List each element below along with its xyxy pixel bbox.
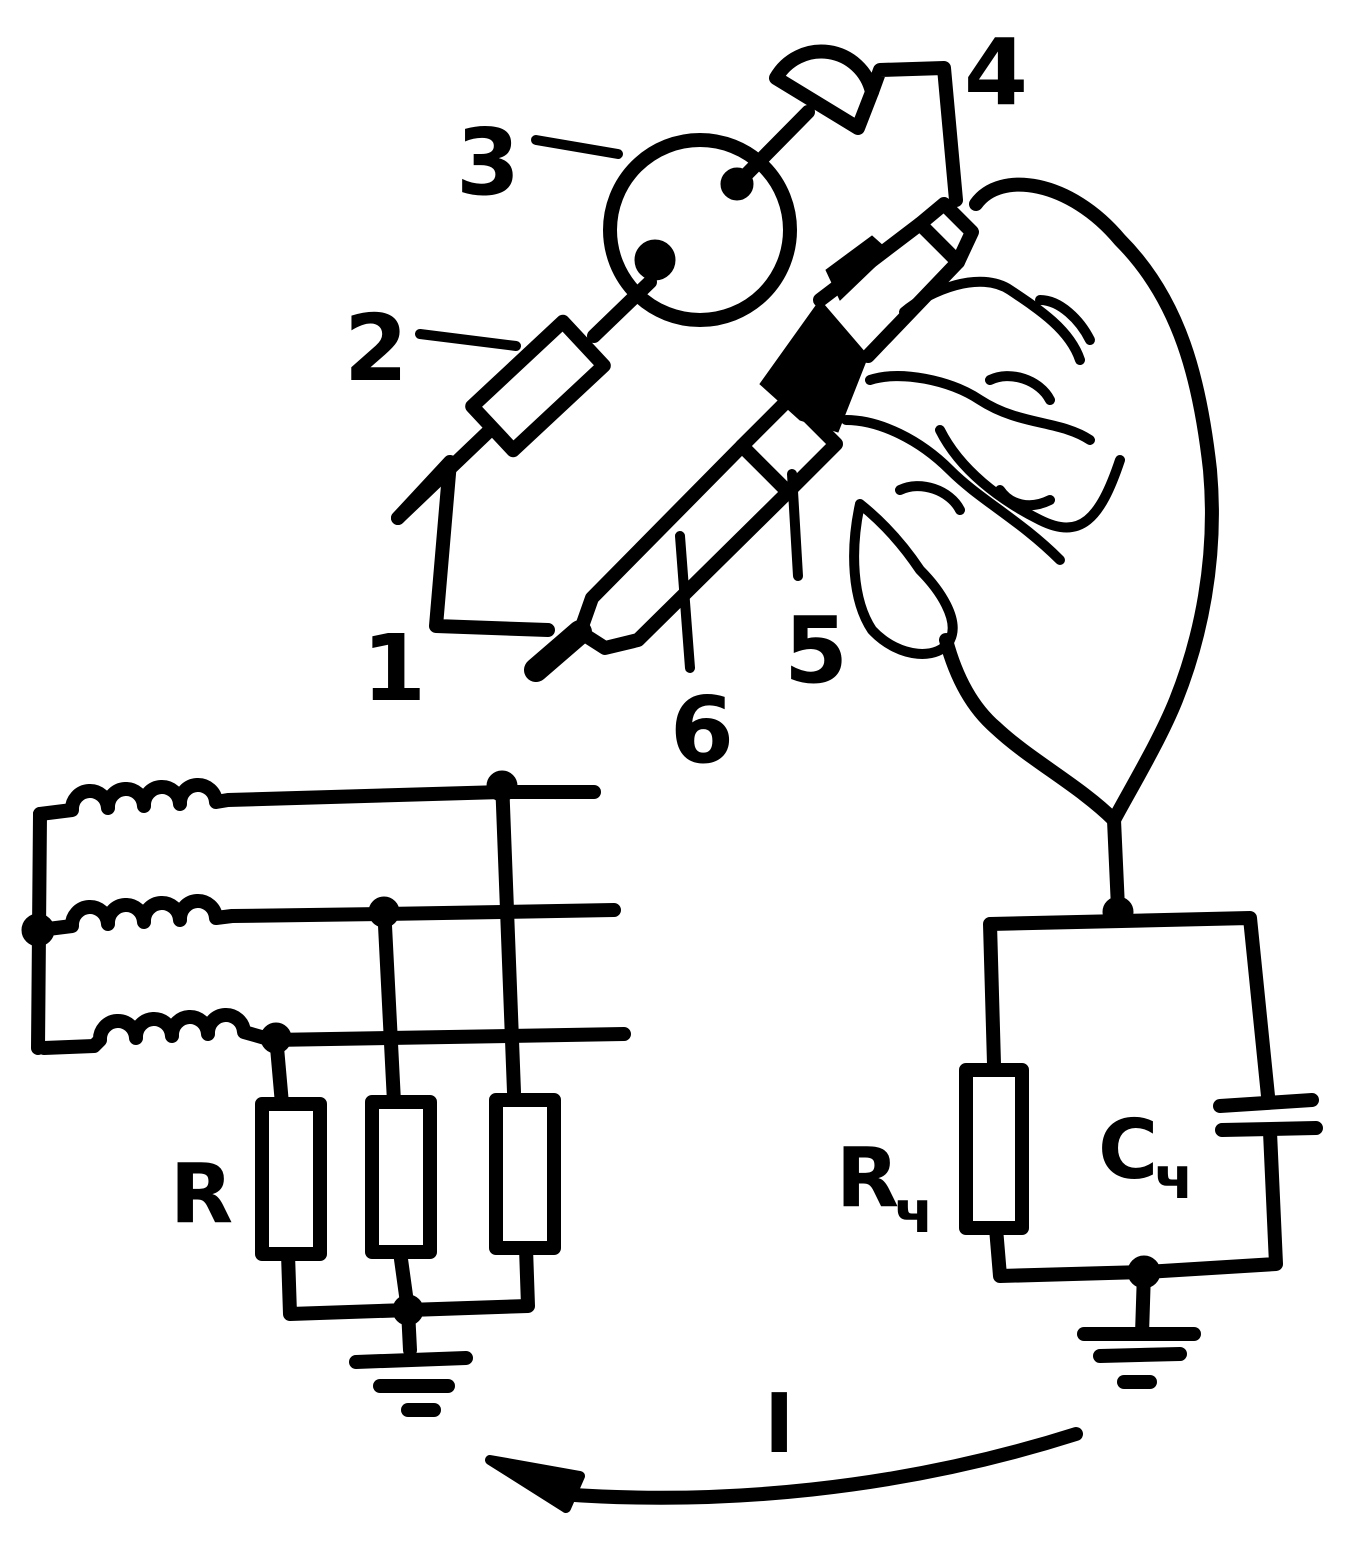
- lamp-electrode-1: [634, 239, 676, 281]
- hand-finger-4: [935, 425, 1125, 533]
- label-part-6: 6: [670, 677, 734, 784]
- leader-2: [415, 329, 521, 351]
- probe-button: [769, 44, 879, 135]
- resistor-phase-b: [365, 1095, 437, 1259]
- label-part-1: 1: [362, 615, 426, 722]
- body-ground-lead: [1135, 1265, 1151, 1341]
- probe-tip: [524, 620, 592, 682]
- leader-5: [787, 469, 803, 581]
- label-body-resistance-sub: ч: [894, 1178, 934, 1246]
- node-b: [368, 896, 400, 928]
- label-body-resistance: R: [836, 1131, 899, 1226]
- label-part-3: 3: [456, 109, 520, 216]
- hand-knuckle: [895, 481, 965, 515]
- ground-node-left: [392, 1294, 424, 1326]
- current-arc: [553, 1427, 1083, 1505]
- label-body-capacitance-sub: ч: [1154, 1144, 1194, 1212]
- probe-top-cap: [913, 197, 979, 269]
- winding-2: [33, 893, 621, 937]
- hand-finger-1: [899, 276, 1085, 365]
- star-node: [21, 913, 55, 947]
- hand-finger-3: [841, 415, 1065, 565]
- winding-3: [37, 1007, 631, 1055]
- capacitor-plate-1: [1213, 1093, 1319, 1113]
- body-resistor: [959, 1063, 1029, 1235]
- bus-phase-a: [495, 773, 521, 1099]
- bus-phase-b: [377, 899, 401, 1109]
- leader-6: [675, 531, 695, 673]
- button-lead: [865, 61, 963, 207]
- current-arrow: [485, 1427, 1083, 1513]
- label-resistor-r: R: [170, 1147, 233, 1242]
- probe-contact-ring: [759, 299, 869, 433]
- hand: [841, 177, 1219, 827]
- callout-leaders: [415, 135, 803, 673]
- ground-left-1: [349, 1351, 473, 1369]
- leader-3: [531, 135, 623, 159]
- probe-contact-ring-shadow: [825, 235, 891, 301]
- label-part-2: 2: [344, 295, 408, 402]
- hand-crease-3: [995, 485, 1055, 511]
- insulation-resistors: [255, 1093, 561, 1417]
- body-top-bus: [983, 911, 1275, 1103]
- hand-outline: [939, 177, 1219, 827]
- labels: 1 2 3 4 5 6 R R ч C ч I: [170, 19, 1194, 1472]
- node-c: [260, 1022, 292, 1054]
- winding-1: [33, 777, 601, 821]
- lamp-lead-out: [730, 105, 815, 191]
- label-body-capacitance: C: [1098, 1103, 1158, 1198]
- resistor-phase-c: [255, 1097, 327, 1261]
- hand-crease-2: [1035, 295, 1095, 345]
- lead-to-resistor: [391, 425, 495, 525]
- resistor-phase-a: [489, 1093, 561, 1255]
- generator-windings: [21, 770, 631, 1111]
- label-part-5: 5: [784, 597, 848, 704]
- node-a: [486, 770, 518, 802]
- body-equivalent-circuit: [959, 813, 1323, 1389]
- hand-finger-2: [865, 371, 1095, 445]
- body-lead: [1107, 813, 1125, 915]
- voltage-indicator: [391, 44, 979, 682]
- label-current: I: [764, 1377, 795, 1472]
- current-arrowhead: [485, 1455, 585, 1513]
- neon-lamp: [603, 133, 797, 327]
- label-part-4: 4: [964, 19, 1028, 126]
- hand-crease-1: [985, 371, 1055, 405]
- probe-resistor: [465, 314, 611, 458]
- hand-thumb: [849, 499, 958, 659]
- ground-right-2: [1093, 1347, 1187, 1363]
